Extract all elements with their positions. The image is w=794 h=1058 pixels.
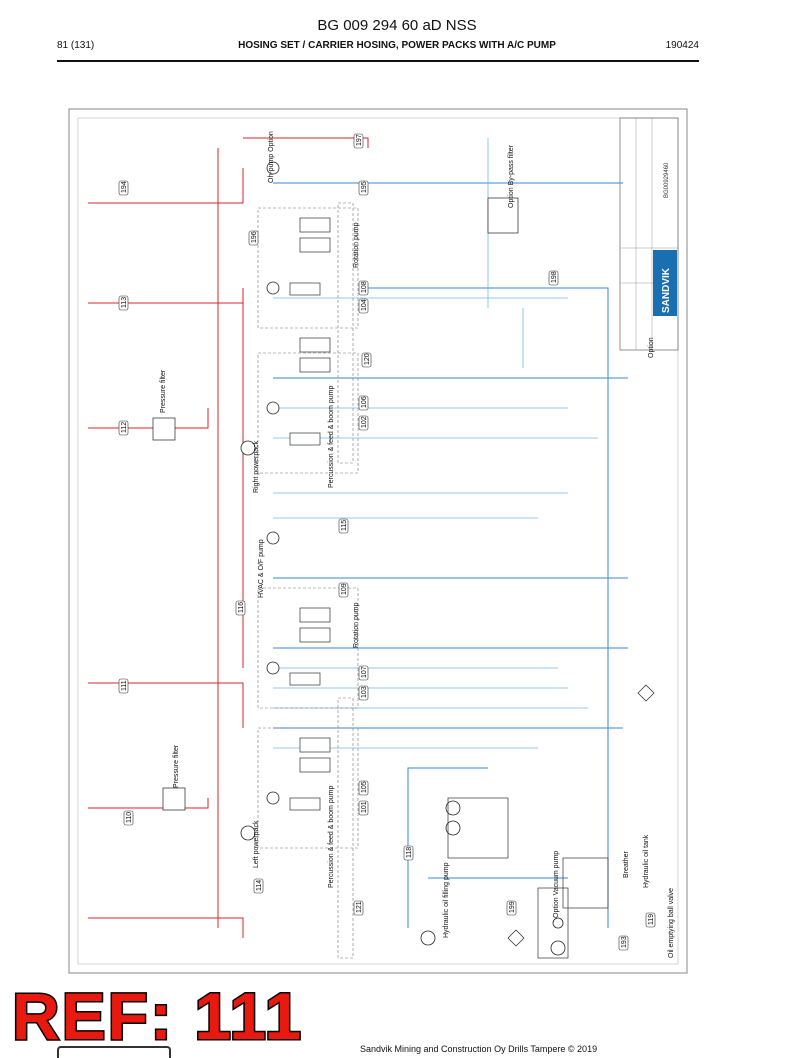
section-title: HOSING SET / CARRIER HOSING, POWER PACKS… xyxy=(238,40,556,51)
footer-logo xyxy=(57,1046,171,1058)
marker-121: 121 xyxy=(356,901,363,913)
marker-119: 119 xyxy=(648,914,655,925)
marker-195: 195 xyxy=(361,181,368,193)
schematic-frame xyxy=(68,108,688,974)
header-rule xyxy=(57,60,699,62)
brand-logo: SANDVIK xyxy=(661,267,672,313)
marker-104: 104 xyxy=(361,299,368,311)
document-date: 190424 xyxy=(665,40,699,51)
label-breather: Breather xyxy=(623,850,630,878)
label-option-by-pass: Option By-pass filter xyxy=(508,144,515,208)
valve-blocks xyxy=(289,217,331,811)
reference-markers: 197 194 195 196 113 198 108 104 120 106 … xyxy=(118,133,656,951)
marker-110: 110 xyxy=(126,812,133,823)
label-option-right: Option xyxy=(648,337,655,358)
footer-text: Sandvik Mining and Construction Oy Drill… xyxy=(360,1044,598,1054)
marker-109: 109 xyxy=(341,583,348,595)
marker-118: 118 xyxy=(406,847,413,858)
label-hydraulic-oil-filling: Hydraulic oil filling pump xyxy=(443,862,450,938)
title-block: SANDVIK BG00929460 xyxy=(619,117,679,351)
tank-group xyxy=(447,797,609,959)
label-perc-feed-bottom: Percussion & feed & boom pump xyxy=(328,786,335,888)
label-rotation-pump-top: Rotation pump xyxy=(353,222,360,268)
page-number: 81 (131) xyxy=(57,40,95,51)
label-right-powerpack: Right powerpack xyxy=(253,440,260,493)
label-oh-pump: Oh-pump Option xyxy=(268,131,275,183)
label-option-vacuum: Option Vacuum pump xyxy=(553,851,560,918)
marker-103: 103 xyxy=(361,686,368,698)
marker-102: 102 xyxy=(361,416,368,428)
marker-101: 101 xyxy=(361,801,368,813)
marker-196: 196 xyxy=(251,231,258,243)
label-pressure-filter-bottom: Pressure filter xyxy=(173,744,180,788)
filters xyxy=(152,197,655,947)
marker-120: 120 xyxy=(364,353,371,365)
marker-108: 108 xyxy=(361,281,368,293)
marker-114: 114 xyxy=(256,880,263,891)
marker-194: 194 xyxy=(121,181,128,193)
powerpack-enclosures xyxy=(257,202,359,959)
ref-stamp: REF: 111 xyxy=(10,979,304,1053)
marker-105: 105 xyxy=(361,781,368,793)
marker-113: 113 xyxy=(121,297,128,308)
drawing-number: BG00929460 xyxy=(664,162,670,198)
marker-106: 106 xyxy=(361,396,368,408)
brand-logo-box xyxy=(653,250,677,316)
marker-116: 116 xyxy=(238,602,245,613)
label-perc-feed-top: Percussion & feed & boom pump xyxy=(328,386,335,488)
label-pressure-filter-top: Pressure filter xyxy=(160,369,167,413)
pumps xyxy=(240,161,566,956)
marker-199: 199 xyxy=(509,901,516,913)
label-rotation-pump-bottom: Rotation pump xyxy=(353,602,360,648)
marker-193: 193 xyxy=(621,936,628,948)
component-labels: Oh-pump Option Rotation pump Pressure fi… xyxy=(160,131,675,958)
marker-197: 197 xyxy=(356,134,363,146)
marker-112: 112 xyxy=(121,422,128,433)
hydraulic-schematic: SANDVIK BG00929460 xyxy=(68,108,688,974)
marker-111: 111 xyxy=(121,680,128,691)
label-left-powerpack: Left powerpack xyxy=(253,820,260,868)
label-oil-emptying: Oil emptying ball valve xyxy=(668,888,675,958)
label-hvac-pump: HVAC & O/F pump xyxy=(258,539,265,598)
label-hydraulic-tank: Hydraulic oil tank xyxy=(643,834,650,888)
document-title: BG 009 294 60 aD NSS xyxy=(317,17,477,34)
marker-115: 115 xyxy=(341,520,348,531)
marker-107: 107 xyxy=(361,666,368,678)
marker-198: 198 xyxy=(551,271,558,283)
return-lines xyxy=(273,182,628,928)
